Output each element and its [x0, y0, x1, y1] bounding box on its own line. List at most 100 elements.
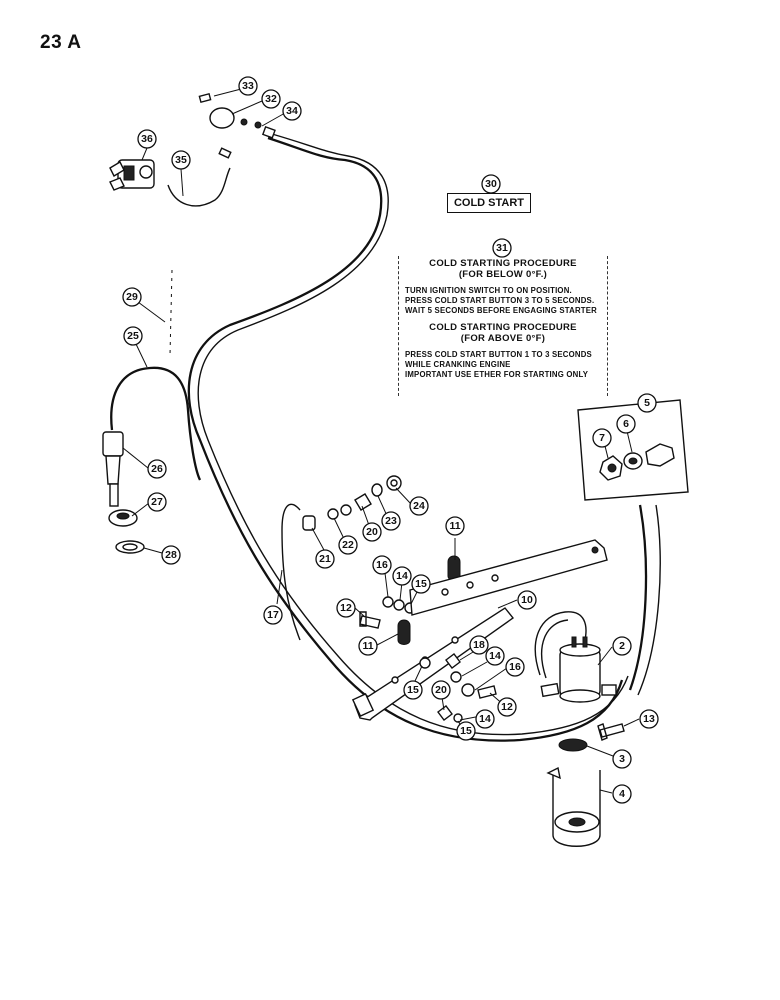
svg-text:24: 24: [413, 500, 425, 512]
svg-text:25: 25: [127, 330, 139, 342]
solenoid: [540, 636, 617, 703]
mounting-brackets: [351, 539, 608, 721]
callout-28: 28: [161, 545, 181, 565]
svg-text:23: 23: [385, 515, 397, 527]
svg-text:27: 27: [151, 496, 163, 508]
svg-text:3: 3: [619, 753, 625, 765]
procedure-above-title: COLD STARTING PROCEDURE: [429, 322, 577, 333]
callout-25: 25: [123, 326, 143, 346]
callout-14-upper: 14: [392, 566, 412, 586]
svg-text:15: 15: [460, 725, 472, 737]
callout-7: 7: [592, 428, 612, 448]
svg-text:14: 14: [479, 713, 491, 725]
callout-16-lower: 16: [505, 657, 525, 677]
svg-text:16: 16: [376, 559, 388, 571]
callout-14-mid: 14: [485, 646, 505, 666]
callout-2: 2: [612, 636, 632, 656]
svg-text:15: 15: [415, 578, 427, 590]
cold-start-decal: COLD START: [447, 193, 531, 213]
svg-text:2: 2: [619, 640, 625, 652]
callout-15-lower: 15: [456, 721, 476, 741]
procedure-below-line-2: PRESS COLD START BUTTON 3 TO 5 SECONDS.: [405, 296, 595, 305]
procedure-above-line-1: PRESS COLD START BUTTON 1 TO 3 SECONDS: [405, 350, 592, 359]
callout-11-upper: 11: [445, 516, 465, 536]
small-hardware-mid: [382, 596, 416, 614]
svg-text:34: 34: [286, 105, 298, 117]
callout-6: 6: [616, 414, 636, 434]
cold-start-decal-text: COLD START: [453, 197, 525, 209]
svg-text:26: 26: [151, 463, 163, 475]
washer: [115, 540, 145, 554]
callout-23: 23: [381, 511, 401, 531]
seal: [558, 738, 588, 752]
callout-31: 31: [492, 238, 512, 258]
cable-right: [628, 504, 648, 691]
cold-starting-procedure-decal: COLD STARTING PROCEDURE (FOR BELOW 0°F.)…: [398, 256, 608, 396]
callout-15-mid: 15: [403, 680, 423, 700]
procedure-above-line-3: IMPORTANT USE ETHER FOR STARTING ONLY: [405, 370, 589, 379]
callout-36: 36: [137, 129, 157, 149]
svg-text:4: 4: [619, 788, 625, 800]
svg-text:5: 5: [644, 397, 650, 409]
callout-11-lower: 11: [358, 636, 378, 656]
small-hardware-lower: [419, 653, 497, 723]
line-29: [169, 269, 173, 356]
svg-text:29: 29: [126, 291, 138, 303]
svg-text:22: 22: [342, 539, 354, 551]
callout-15-upper: 15: [411, 574, 431, 594]
callout-17: 17: [263, 605, 283, 625]
svg-text:20: 20: [435, 684, 447, 696]
grommet: [108, 509, 138, 527]
callout-16-upper: 16: [372, 555, 392, 575]
svg-text:16: 16: [509, 661, 521, 673]
svg-text:13: 13: [643, 713, 655, 725]
svg-text:33: 33: [242, 80, 254, 92]
svg-text:14: 14: [489, 650, 501, 662]
cable-solenoid-wires: [534, 611, 587, 676]
svg-text:31: 31: [496, 242, 508, 254]
procedure-below-subtitle: (FOR BELOW 0°F.): [458, 269, 548, 280]
cable-branch-25: [110, 366, 202, 481]
callout-22: 22: [338, 535, 358, 555]
svg-text:12: 12: [340, 602, 352, 614]
svg-text:36: 36: [141, 133, 153, 145]
small-hardware-upper: [302, 475, 402, 531]
page-number: 23 A: [40, 32, 82, 53]
svg-text:11: 11: [362, 640, 373, 652]
cable-end-fitting: [102, 431, 124, 507]
svg-text:12: 12: [501, 701, 513, 713]
callout-10: 10: [517, 590, 537, 610]
svg-text:17: 17: [267, 609, 279, 621]
cable-17-loop: [281, 503, 301, 641]
top-fittings: [198, 92, 276, 159]
callout-18: 18: [469, 635, 489, 655]
cable-solenoid-wires-2: [541, 619, 569, 679]
cable-right-outer: [637, 504, 661, 696]
callout-3: 3: [612, 749, 632, 769]
fitting-inset: [577, 399, 689, 501]
callout-20-upper: 20: [362, 522, 382, 542]
callout-32: 32: [261, 89, 281, 109]
bolt-upper: [359, 611, 381, 629]
svg-text:18: 18: [473, 639, 485, 651]
svg-text:35: 35: [175, 154, 187, 166]
svg-text:15: 15: [407, 684, 419, 696]
callout-30: 30: [481, 174, 501, 194]
cable-main-outer: [197, 133, 629, 736]
procedure-below-title: COLD STARTING PROCEDURE: [429, 258, 577, 269]
svg-text:32: 32: [265, 93, 277, 105]
svg-text:10: 10: [521, 594, 533, 606]
svg-text:21: 21: [319, 553, 331, 565]
callout-35: 35: [171, 150, 191, 170]
procedure-below-line-3: WAIT 5 SECONDS BEFORE ENGAGING STARTER: [405, 306, 597, 315]
callout-24: 24: [409, 496, 429, 516]
valve-holder: [546, 766, 601, 847]
leader-lines: [122, 87, 651, 794]
svg-text:28: 28: [165, 549, 177, 561]
callout-29: 29: [122, 287, 142, 307]
callout-5: 5: [637, 393, 657, 413]
callout-12-lower: 12: [497, 697, 517, 717]
callout-12-upper: 12: [336, 598, 356, 618]
callout-21: 21: [315, 549, 335, 569]
